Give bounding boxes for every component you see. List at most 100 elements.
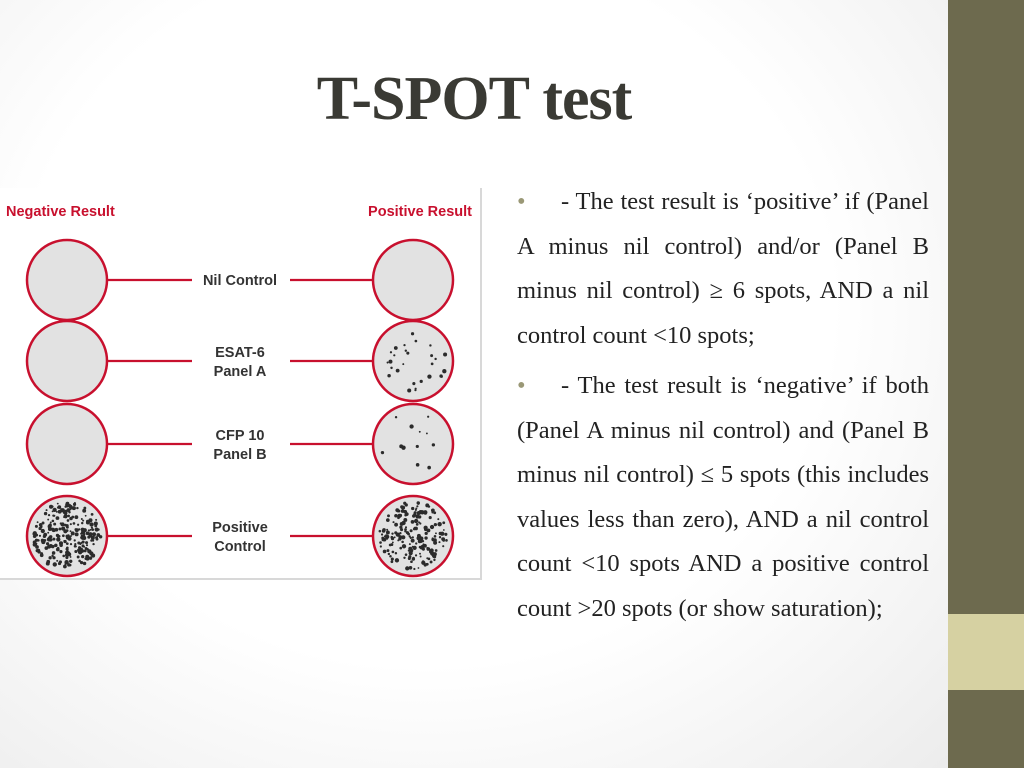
spot-negative-3 — [55, 516, 60, 520]
spot-negative-3 — [56, 502, 59, 505]
spot-negative-3 — [85, 531, 90, 536]
spot-negative-3 — [54, 543, 58, 548]
spot-negative-3 — [87, 529, 91, 532]
spot-negative-3 — [84, 557, 88, 561]
spot-negative-3 — [82, 561, 87, 566]
spot-negative-3 — [33, 542, 38, 546]
spot-negative-3 — [74, 543, 77, 546]
spot-positive-1 — [402, 363, 405, 366]
spot-positive-3 — [419, 552, 421, 555]
spot-negative-3 — [43, 532, 48, 537]
spot-negative-3 — [47, 531, 50, 534]
spot-positive-3 — [394, 522, 398, 527]
spot-negative-3 — [63, 516, 65, 518]
spot-positive-2 — [415, 444, 419, 449]
spot-positive-3 — [383, 535, 387, 538]
spot-positive-3 — [399, 525, 403, 529]
row-label-0: Nil Control — [203, 273, 277, 289]
spot-positive-3 — [400, 505, 404, 509]
spot-negative-3 — [91, 553, 96, 558]
spot-positive-3 — [409, 536, 412, 540]
spot-negative-3 — [74, 532, 79, 537]
spot-negative-3 — [63, 529, 68, 534]
spot-positive-2 — [427, 415, 430, 418]
spot-positive-3 — [438, 536, 442, 539]
spot-positive-3 — [401, 535, 406, 540]
spot-positive-3 — [442, 529, 445, 531]
spot-positive-3 — [417, 501, 420, 505]
spot-positive-3 — [404, 526, 408, 529]
well-negative-0 — [25, 238, 109, 322]
spot-negative-3 — [59, 541, 62, 545]
spot-positive-3 — [413, 567, 416, 571]
spot-negative-3 — [69, 507, 72, 511]
spot-negative-3 — [51, 519, 55, 523]
spot-negative-3 — [35, 545, 39, 549]
positive-result-header: Positive Result — [368, 204, 472, 220]
spot-negative-3 — [82, 519, 85, 522]
bullet-marker: • — [517, 372, 526, 399]
row-label-line2-1: Panel A — [214, 364, 267, 380]
spot-negative-3 — [49, 521, 52, 524]
spot-negative-3 — [63, 564, 67, 569]
spot-positive-1 — [407, 388, 412, 393]
spot-negative-3 — [72, 522, 76, 525]
spot-positive-3 — [390, 560, 394, 564]
spot-negative-3 — [62, 510, 68, 515]
spot-positive-3 — [391, 541, 394, 544]
spot-positive-3 — [415, 507, 418, 510]
spot-negative-3 — [62, 554, 66, 558]
spot-positive-1 — [393, 354, 396, 357]
spot-positive-3 — [381, 538, 385, 542]
spot-positive-3 — [431, 538, 435, 542]
spot-negative-3 — [58, 527, 62, 531]
spot-positive-1 — [412, 382, 416, 386]
spot-negative-3 — [46, 559, 51, 564]
spot-positive-3 — [380, 533, 384, 536]
spot-negative-3 — [47, 513, 51, 517]
spot-negative-3 — [85, 544, 89, 547]
spot-positive-3 — [411, 536, 414, 539]
spot-negative-3 — [69, 516, 73, 521]
bullet-list: •- The test result is ‘positive’ if (Pan… — [517, 180, 929, 637]
spot-positive-3 — [382, 549, 387, 554]
spot-positive-3 — [410, 520, 415, 524]
spot-positive-3 — [433, 558, 436, 562]
spot-positive-3 — [392, 521, 395, 524]
spot-negative-3 — [51, 528, 56, 533]
spot-negative-3 — [92, 542, 95, 546]
spot-negative-3 — [80, 527, 85, 532]
spot-positive-3 — [419, 555, 422, 558]
spot-negative-3 — [57, 505, 62, 509]
well-positive-2 — [371, 402, 455, 486]
spot-positive-1 — [414, 389, 417, 392]
spot-positive-2 — [380, 450, 385, 455]
spot-positive-3 — [412, 556, 415, 560]
spot-positive-1 — [427, 374, 432, 379]
spot-negative-3 — [74, 515, 79, 520]
spot-negative-3 — [81, 521, 84, 525]
spot-negative-3 — [69, 523, 72, 526]
spot-positive-3 — [399, 532, 402, 535]
spot-negative-3 — [67, 563, 71, 567]
spot-positive-3 — [395, 508, 400, 513]
spot-negative-3 — [40, 528, 45, 534]
spot-positive-3 — [386, 528, 389, 531]
spot-positive-3 — [424, 531, 428, 536]
spot-positive-3 — [378, 529, 382, 533]
spot-negative-3 — [63, 539, 66, 542]
spot-positive-3 — [386, 531, 389, 534]
spot-negative-3 — [57, 535, 60, 538]
well-positive-0 — [371, 238, 455, 322]
spot-positive-3 — [423, 527, 428, 532]
spot-positive-3 — [403, 518, 408, 522]
bullet-negative: •- The test result is ‘negative’ if both… — [517, 364, 929, 631]
spot-positive-3 — [391, 550, 395, 554]
spot-negative-3 — [38, 534, 42, 537]
spot-negative-3 — [83, 549, 87, 553]
spot-positive-3 — [408, 543, 411, 546]
spot-positive-3 — [433, 540, 438, 545]
spot-negative-3 — [90, 513, 94, 516]
spot-negative-3 — [73, 544, 77, 548]
spot-positive-3 — [414, 554, 418, 557]
